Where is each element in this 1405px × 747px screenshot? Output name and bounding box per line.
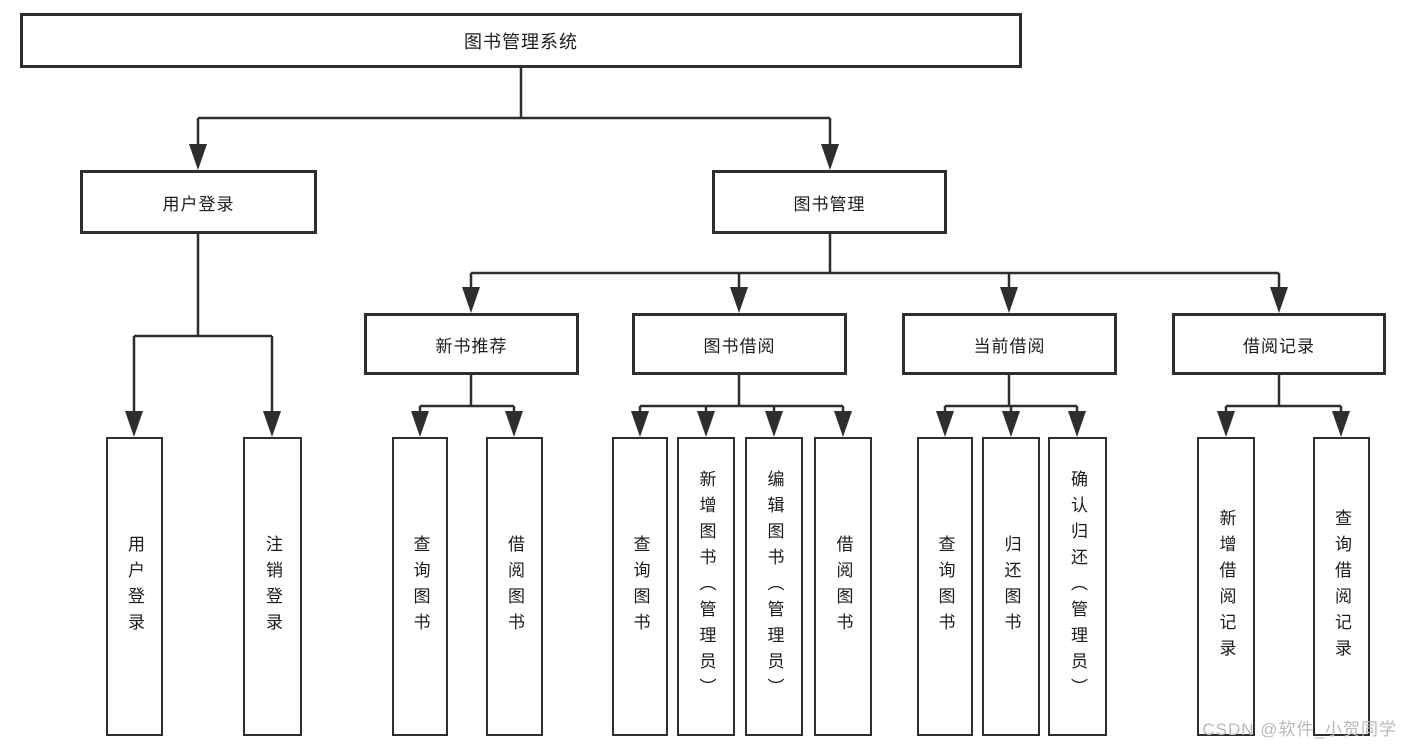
leaf-add-books-admin: 新增图书（管理员）	[677, 437, 735, 736]
leaf-logout: 注销登录	[243, 437, 302, 736]
node-user-login: 用户登录	[80, 170, 317, 234]
leaf-query-books-recommend-label: 查询图书	[410, 534, 430, 639]
leaf-borrow-books-label: 借阅图书	[833, 534, 853, 639]
leaf-return-books-label: 归还图书	[1001, 534, 1021, 639]
leaf-add-borrow-record: 新增借阅记录	[1197, 437, 1255, 736]
node-book-borrow-label: 图书借阅	[703, 336, 776, 356]
leaf-borrow-books-recommend-label: 借阅图书	[505, 534, 524, 639]
node-new-book-recommend: 新书推荐	[364, 313, 579, 375]
leaf-query-borrow-record: 查询借阅记录	[1313, 437, 1370, 736]
leaf-add-borrow-record-label: 新增借阅记录	[1216, 508, 1236, 665]
leaf-borrow-books: 借阅图书	[814, 437, 872, 736]
leaf-query-books-current: 查询图书	[917, 437, 973, 736]
leaf-confirm-return-admin-label: 确认归还（管理员）	[1068, 469, 1087, 704]
node-book-management: 图书管理	[712, 170, 947, 234]
leaf-edit-books-admin-label: 编辑图书（管理员）	[764, 469, 784, 704]
node-current-borrow-label: 当前借阅	[973, 336, 1046, 356]
node-book-management-label: 图书管理	[793, 194, 866, 214]
node-borrow-records: 借阅记录	[1172, 313, 1386, 375]
leaf-user-login-label: 用户登录	[125, 534, 144, 639]
leaf-query-books-borrow-label: 查询图书	[630, 534, 650, 639]
node-user-login-label: 用户登录	[162, 194, 235, 214]
leaf-confirm-return-admin: 确认归还（管理员）	[1048, 437, 1107, 736]
leaf-logout-label: 注销登录	[263, 534, 282, 639]
node-root-label: 图书管理系统	[464, 31, 578, 52]
leaf-return-books: 归还图书	[982, 437, 1040, 736]
node-root: 图书管理系统	[20, 13, 1022, 68]
leaf-edit-books-admin: 编辑图书（管理员）	[745, 437, 803, 736]
leaf-borrow-books-recommend: 借阅图书	[486, 437, 543, 736]
arrowheads	[125, 144, 1350, 437]
leaf-query-books-recommend: 查询图书	[392, 437, 448, 736]
node-borrow-records-label: 借阅记录	[1243, 336, 1315, 356]
node-new-book-recommend-label: 新书推荐	[435, 336, 508, 356]
leaf-user-login: 用户登录	[106, 437, 163, 736]
node-current-borrow: 当前借阅	[902, 313, 1117, 375]
leaf-query-books-borrow: 查询图书	[612, 437, 668, 736]
leaf-query-books-current-label: 查询图书	[935, 534, 955, 639]
leaf-add-books-admin-label: 新增图书（管理员）	[696, 469, 716, 704]
watermark: CSDN @软件_小贺同学	[1202, 720, 1397, 739]
leaf-query-borrow-record-label: 查询借阅记录	[1332, 508, 1351, 665]
node-book-borrow: 图书借阅	[632, 313, 847, 375]
